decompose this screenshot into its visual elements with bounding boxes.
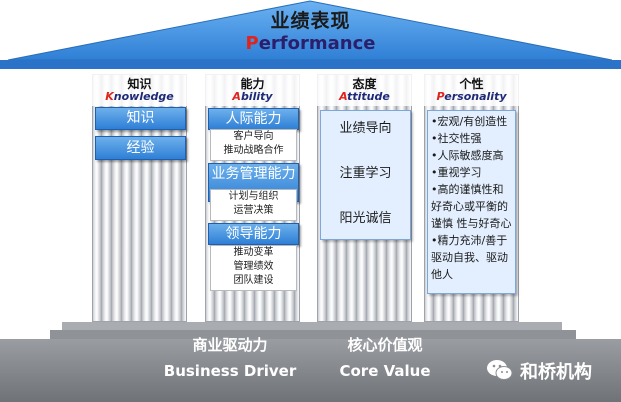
column-title-en-initial: A (232, 90, 241, 103)
list-item: 推动变革 (233, 247, 274, 258)
roof-title-cn: 业绩表现 (270, 10, 351, 32)
column-title-cn: 态度 (352, 77, 377, 91)
list-item: 运营决策 (233, 205, 274, 216)
list-item: 计划与组织 (228, 191, 279, 202)
list-item: 业绩导向 (339, 121, 392, 136)
column-title-en-rest: nowledge (113, 90, 174, 103)
wechat-icon (487, 360, 513, 380)
column-header: 能力 Ability (205, 74, 300, 106)
column-personality: 个性 Personality •宏观/有创造性 •社交性强 •人际敏感度高 •重… (424, 74, 519, 322)
list-item: •宏观/有创造性 (431, 115, 508, 128)
roof: 业绩表现 Performance (0, 0, 621, 70)
column-header: 知识 Knowledge (92, 74, 187, 106)
column-ability: 能力 Ability 人际能力 客户导向 推动战略合作 业务管理能力 计划与组织… (205, 74, 300, 322)
column-title-en-initial: K (105, 90, 114, 103)
list-item: 团队建设 (233, 275, 274, 286)
column-title-en-rest: ersonality (444, 90, 507, 103)
list-item: •重视学习 (431, 166, 482, 179)
knowledge-box: 知识 (95, 107, 186, 130)
roof-shape (0, 0, 621, 69)
column-title-en: Knowledge (92, 90, 187, 103)
column-title-en: Attitude (317, 90, 412, 103)
list-item: 注重学习 (339, 166, 392, 181)
list-item: 阳光诚信 (339, 211, 392, 226)
column-attitude: 态度 Attitude 业绩导向 注重学习 阳光诚信 (317, 74, 412, 322)
watermark-text: 和桥机构 (520, 362, 592, 383)
experience-box: 经验 (95, 136, 186, 160)
column-title-en-rest: ttitude (347, 90, 390, 103)
base-shape (0, 322, 621, 402)
column-header: 个性 Personality (424, 74, 519, 106)
business-driver-en: Business Driver (163, 362, 297, 380)
column-title-en: Ability (205, 90, 300, 103)
column-knowledge: 知识 Knowledge 知识 经验 (92, 74, 187, 322)
column-title-en-rest: bility (240, 90, 273, 103)
core-value-en: Core Value (339, 362, 431, 380)
column-title-en: Personality (424, 90, 519, 103)
column-title-cn: 个性 (459, 77, 484, 91)
interpersonal-items: 客户导向 推动战略合作 (210, 129, 297, 161)
list-item: 推动战略合作 (223, 145, 284, 156)
leadership-box: 领导能力 (208, 223, 299, 245)
column-title-en-initial: P (436, 90, 445, 103)
column-title-cn: 知识 (127, 77, 152, 91)
list-item: •高的谨慎性和好奇心或平衡的谨慎 性与好奇心 (431, 183, 512, 230)
roof-title-en: Performance (0, 33, 621, 54)
core-value-cn: 核心价值观 (347, 336, 423, 354)
list-item: 管理绩效 (233, 261, 274, 272)
interpersonal-ability-box: 人际能力 (208, 108, 299, 130)
column-title-cn: 能力 (240, 77, 265, 91)
business-driver-cn: 商业驱动力 (192, 336, 268, 354)
personality-panel: •宏观/有创造性 •社交性强 •人际敏感度高 •重视学习 •高的谨慎性和好奇心或… (427, 110, 516, 294)
business-management-items: 计划与组织 运营决策 (210, 189, 297, 221)
list-item: •社交性强 (431, 132, 482, 145)
roof-title-en-rest: erformance (258, 33, 376, 54)
list-item: •精力充沛/善于驱动自我、驱动他人 (431, 234, 508, 281)
leadership-items: 推动变革 管理绩效 团队建设 (210, 245, 297, 291)
column-header: 态度 Attitude (317, 74, 412, 106)
list-item: 客户导向 (233, 131, 274, 142)
roof-title-en-initial: P (245, 33, 259, 54)
column-title-en-initial: A (339, 90, 348, 103)
list-item: •人际敏感度高 (431, 149, 504, 162)
attitude-panel: 业绩导向 注重学习 阳光诚信 (320, 110, 411, 240)
base: 商业驱动力 Business Driver 核心价值观 Core Value 和… (0, 322, 621, 402)
